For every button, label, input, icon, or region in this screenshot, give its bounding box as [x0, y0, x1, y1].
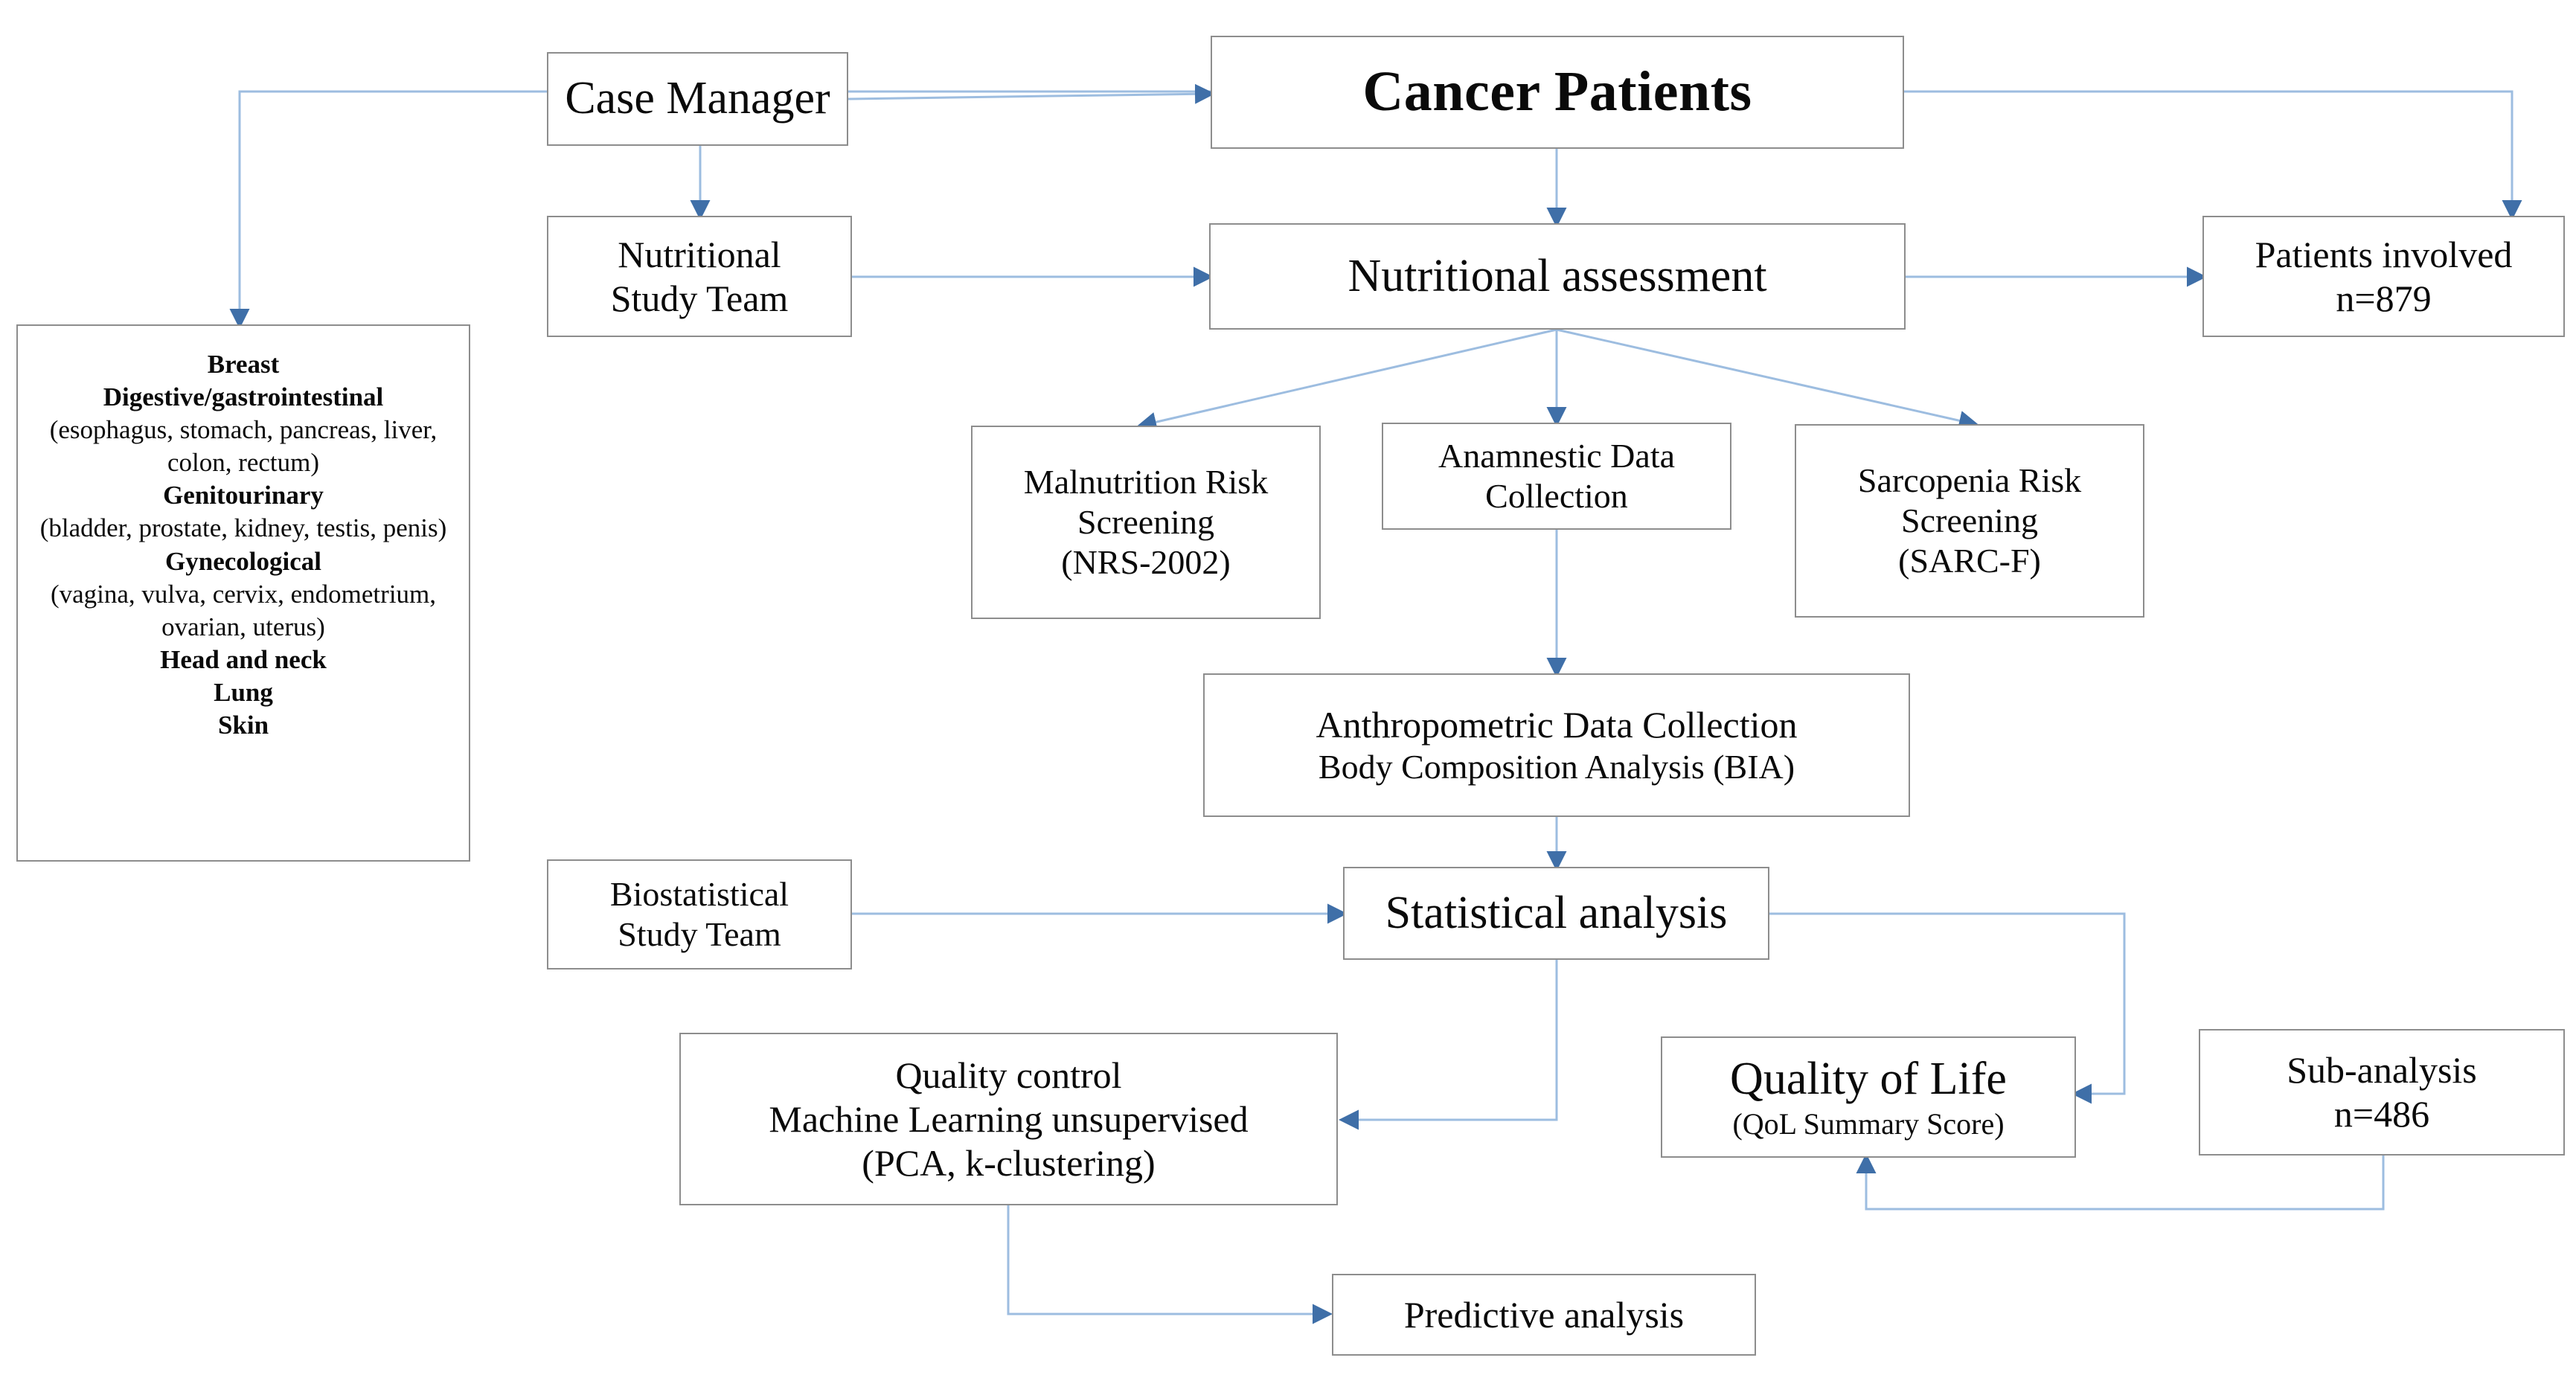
node-quality-control[interactable]: Quality control Machine Learning unsuper… [679, 1033, 1338, 1205]
node-nutritional-assessment[interactable]: Nutritional assessment [1209, 223, 1906, 330]
quality-of-life-line-2: (QoL Summary Score) [1732, 1107, 2005, 1141]
anthropometric-line-1: Anthropometric Data Collection [1316, 703, 1798, 746]
cancer-type-line-1: Breast [207, 350, 280, 379]
biostatistical-line-1: Biostatistical [609, 874, 789, 913]
quality-control-line-1: Quality control [895, 1054, 1122, 1096]
cancer-type-line-2: Digestive/gastrointestinal [103, 382, 384, 412]
edge-sub-analysis-to-quality-of-life [1856, 1153, 2385, 1211]
statistical-analysis-label: Statistical analysis [1385, 887, 1728, 938]
cancer-type-line-4: Genitourinary [163, 481, 324, 510]
anthropometric-line-2: Body Composition Analysis (BIA) [1318, 747, 1795, 786]
cancer-patients-label: Cancer Patients [1362, 60, 1752, 124]
cancer-type-line-10: Skin [217, 711, 269, 740]
node-statistical-analysis[interactable]: Statistical analysis [1343, 867, 1769, 960]
node-biostatistical-study-team[interactable]: Biostatistical Study Team [547, 859, 852, 969]
nutritional-study-team-line-1: Nutritional [618, 233, 781, 275]
node-malnutrition-risk-screening[interactable]: Malnutrition Risk Screening (NRS-2002) [971, 426, 1321, 619]
quality-control-line-2: Machine Learning unsupervised [769, 1097, 1249, 1140]
predictive-analysis-label: Predictive analysis [1403, 1293, 1685, 1336]
node-patients-involved[interactable]: Patients involved n=879 [2202, 216, 2565, 337]
nutritional-assessment-label: Nutritional assessment [1348, 250, 1767, 301]
edge-cancer-patients-to-patients-involved [1903, 90, 2522, 220]
node-case-manager[interactable]: Case Manager [547, 52, 848, 146]
sub-analysis-line-1: Sub-analysis [2287, 1049, 2477, 1091]
cancer-type-line-9: Lung [214, 677, 273, 707]
node-predictive-analysis[interactable]: Predictive analysis [1332, 1274, 1756, 1356]
node-sub-analysis[interactable]: Sub-analysis n=486 [2199, 1029, 2565, 1156]
edge-assessment-to-malnutrition [1136, 328, 1557, 432]
cancer-type-line-5: (bladder, prostate, kidney, testis, peni… [39, 513, 447, 543]
cancer-type-line-8: Head and neck [160, 644, 327, 674]
sub-analysis-line-2: n=486 [2333, 1093, 2430, 1135]
anamnestic-line-1: Anamnestic Data [1438, 436, 1676, 475]
malnutrition-line-2: Screening [1077, 502, 1214, 541]
node-anthropometric-data-collection[interactable]: Anthropometric Data Collection Body Comp… [1203, 673, 1910, 817]
malnutrition-line-3: (NRS-2002) [1061, 543, 1231, 582]
edge-case-manager-to-cancer-patients [848, 83, 1215, 104]
nutritional-study-team-line-2: Study Team [610, 277, 789, 319]
node-nutritional-study-team[interactable]: Nutritional Study Team [547, 216, 852, 337]
node-cancer-types[interactable]: Breast Digestive/gastrointestinal (esoph… [16, 324, 470, 862]
edge-quality-control-to-predictive [1007, 1205, 1333, 1324]
edge-assessment-to-sarcopenia [1556, 328, 1979, 431]
node-cancer-patients[interactable]: Cancer Patients [1211, 36, 1904, 149]
malnutrition-line-1: Malnutrition Risk [1023, 462, 1269, 501]
sarcopenia-line-3: (SARC-F) [1898, 542, 2041, 580]
cancer-type-line-3: (esophagus, stomach, pancreas, liver, co… [49, 415, 438, 478]
edge-statistical-to-quality-control [1339, 960, 1558, 1130]
node-sarcopenia-risk-screening[interactable]: Sarcopenia Risk Screening (SARC-F) [1795, 424, 2144, 618]
biostatistical-line-2: Study Team [618, 915, 781, 953]
case-manager-label: Case Manager [565, 73, 830, 124]
quality-of-life-line-1: Quality of Life [1730, 1054, 2007, 1105]
anamnestic-line-2: Collection [1485, 477, 1628, 515]
patients-involved-line-1: Patients involved [2255, 233, 2513, 275]
cancer-type-line-7: (vagina, vulva, cervix, endometrium, ova… [50, 579, 437, 641]
patients-involved-line-2: n=879 [2336, 277, 2432, 319]
sarcopenia-line-1: Sarcopenia Risk [1857, 461, 2082, 499]
quality-control-line-3: (PCA, k-clustering) [862, 1141, 1156, 1184]
cancer-type-line-6: Gynecological [165, 546, 321, 576]
node-anamnestic-data-collection[interactable]: Anamnestic Data Collection [1382, 423, 1731, 530]
sarcopenia-line-2: Screening [1901, 501, 2038, 539]
node-quality-of-life[interactable]: Quality of Life (QoL Summary Score) [1661, 1036, 2076, 1158]
